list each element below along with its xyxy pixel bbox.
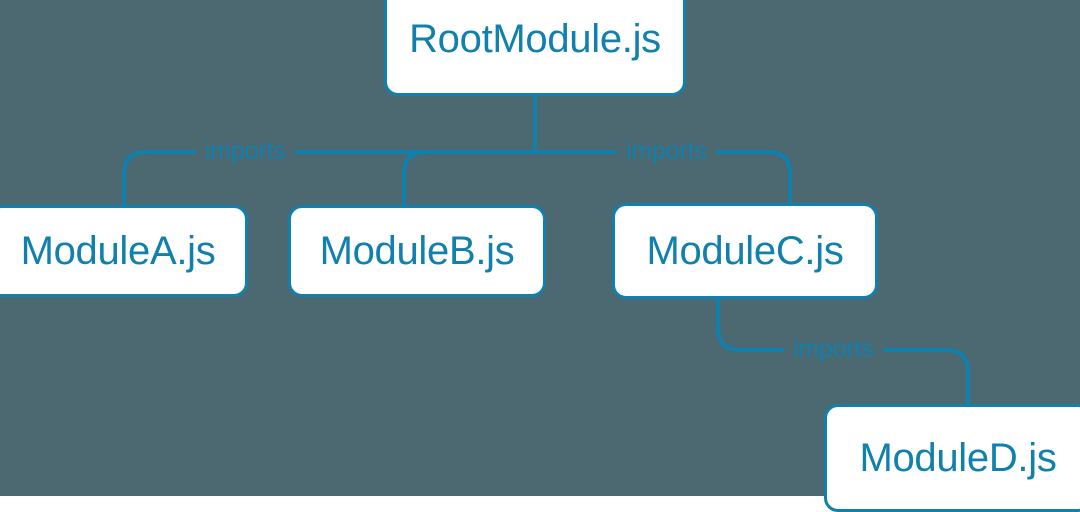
node-label-moduled: ModuleD.js (859, 435, 1057, 480)
node-label-moduleb: ModuleB.js (319, 228, 515, 273)
edge-root-to-moduleb (402, 150, 427, 205)
node-modulea[interactable]: ModuleA.js (0, 205, 248, 297)
edge-label-root-to-modulea: imports (196, 139, 295, 164)
node-moduled[interactable]: ModuleD.js (824, 404, 1080, 512)
edge-root-to-modulea (122, 150, 147, 205)
node-label-modulec: ModuleC.js (646, 228, 844, 273)
node-label-rootmodule: RootModule.js (409, 16, 661, 61)
node-moduleb[interactable]: ModuleB.js (288, 205, 546, 297)
edge-label-modulec-to-moduled: imports (784, 337, 883, 362)
node-modulec[interactable]: ModuleC.js (612, 203, 878, 299)
edge-label-root-to-modulec: imports (617, 139, 716, 164)
edge-root-to-modulec (767, 150, 792, 203)
node-rootmodule[interactable]: RootModule.js (384, 0, 686, 96)
node-label-modulea: ModuleA.js (20, 228, 216, 273)
